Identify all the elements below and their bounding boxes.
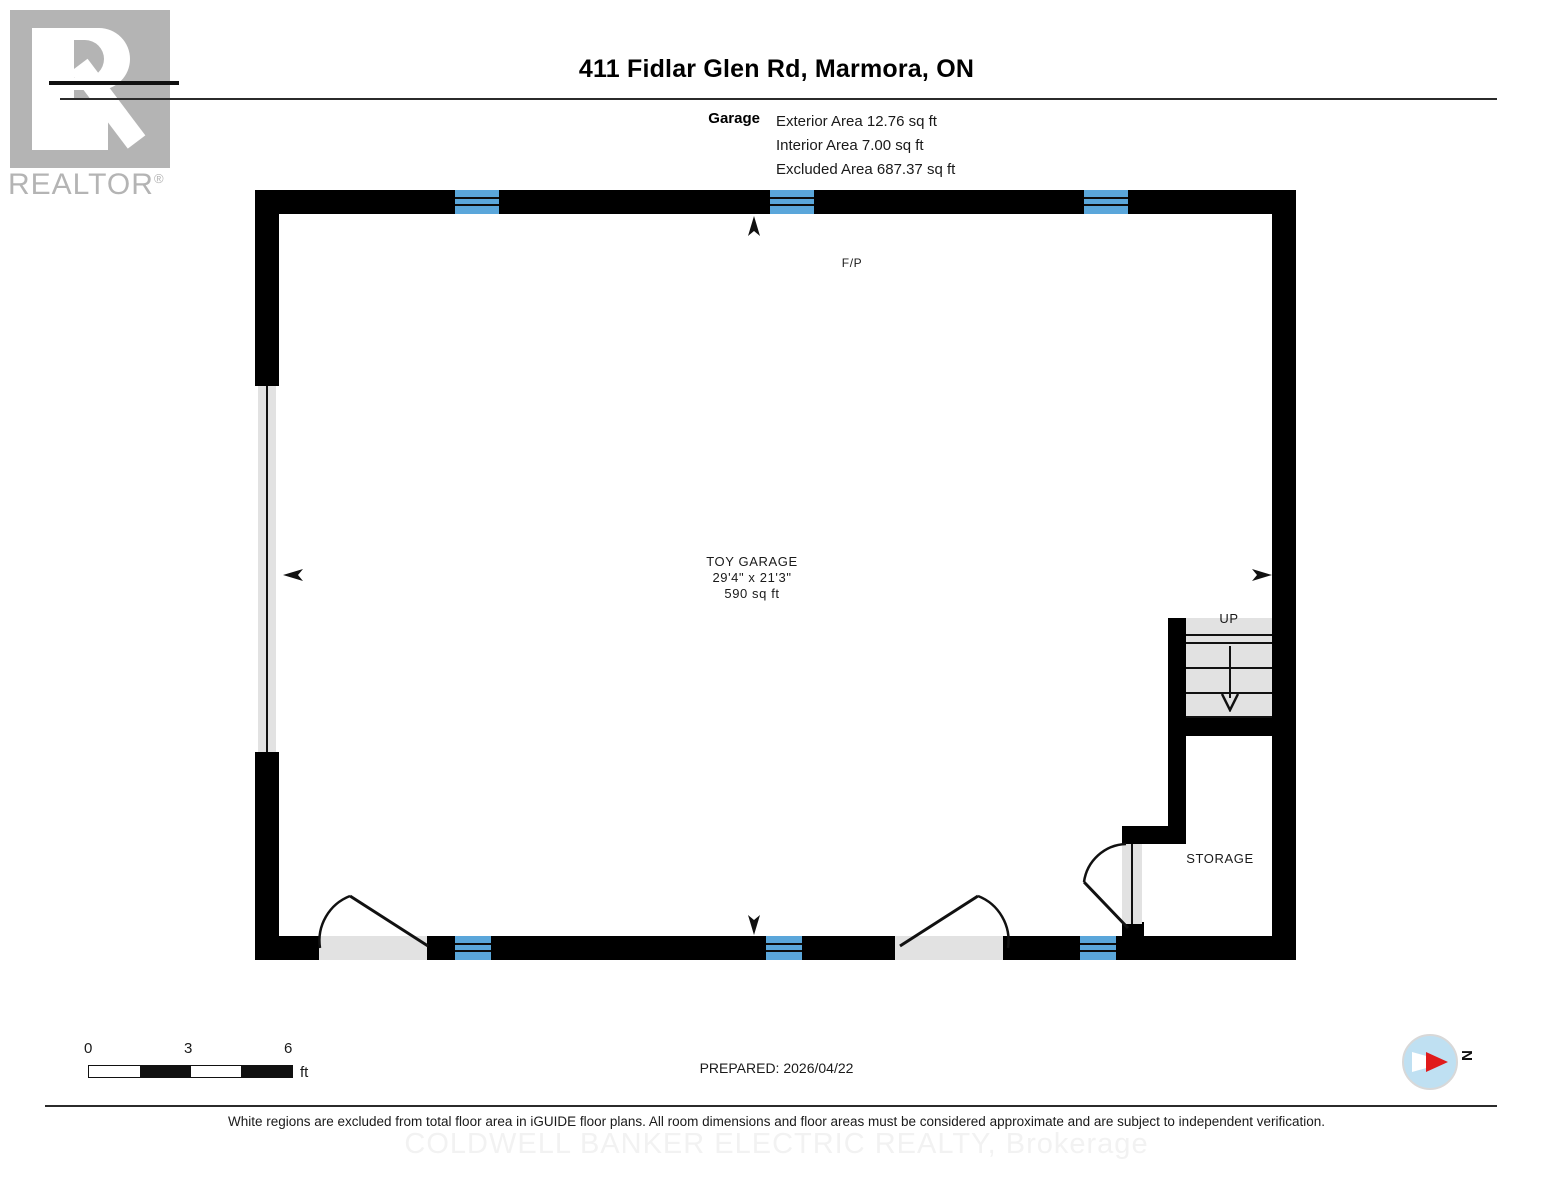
floor-plan-drawing: UP F/P TOY GARAGE 29'4" x 21'3" 590 sq f… — [255, 190, 1296, 960]
wall-left-upper — [255, 190, 279, 386]
scale-tick-3: 3 — [184, 1040, 193, 1057]
view-marker-top — [748, 216, 760, 236]
wall-storage-doorpost — [1122, 922, 1144, 960]
realtor-logo: REALTOR® — [8, 4, 183, 204]
wall-left-lower — [255, 752, 279, 960]
wall-storage-jog — [1122, 826, 1186, 844]
stair-tread — [1186, 636, 1272, 644]
storage-door-leaf-line — [1131, 844, 1133, 924]
title-divider — [60, 98, 1497, 100]
wall-below-stairs — [1168, 718, 1278, 736]
exterior-area-text: Exterior Area 12.76 sq ft — [776, 113, 937, 130]
garage-door-swing-bottom-left — [318, 894, 429, 949]
wall-right — [1272, 190, 1296, 960]
realtor-registered-mark: ® — [153, 171, 165, 186]
scale-tick-labels: 0 3 6 — [60, 1040, 292, 1060]
scale-tick-0: 0 — [84, 1040, 93, 1057]
page-title: 411 Fidlar Glen Rd, Marmora, ON — [578, 55, 975, 83]
stair-tread — [1186, 618, 1272, 636]
area-summary-values: Exterior Area 12.76 sq ft Interior Area … — [776, 110, 955, 182]
wall-stair-top — [1168, 618, 1186, 636]
scale-segment — [139, 1066, 191, 1077]
excluded-area-text: Excluded Area 687.37 sq ft — [776, 161, 956, 178]
area-summary: Garage Exterior Area 12.76 sq ft Interio… — [700, 110, 955, 182]
stair-direction-arrow — [1220, 646, 1240, 712]
compass-north-label: N — [1457, 1050, 1475, 1061]
area-summary-label: Garage — [708, 110, 760, 127]
stairs-group — [1186, 618, 1272, 718]
window-bottom-1 — [455, 936, 491, 960]
window-bottom-3 — [1080, 936, 1116, 960]
logo-rule — [49, 81, 179, 85]
brokerage-watermark: COLDWELL BANKER ELECTRIC REALTY, Brokera… — [404, 1128, 1149, 1160]
room-area: 590 sq ft — [724, 586, 780, 601]
scale-segment — [190, 1066, 242, 1077]
scale-segment — [241, 1066, 292, 1077]
prepared-date: PREPARED: 2026/04/22 — [699, 1060, 854, 1076]
realtor-wordmark: REALTOR® — [8, 168, 165, 202]
logo-shape-stem — [32, 28, 74, 150]
room-name: TOY GARAGE — [706, 554, 798, 569]
disclaimer-text: White regions are excluded from total fl… — [227, 1114, 1326, 1129]
compass-needle-red — [1426, 1052, 1448, 1072]
window-bottom-2 — [766, 936, 802, 960]
room-label-storage: STORAGE — [1186, 851, 1254, 866]
garage-door-opening-bottom-left — [319, 936, 427, 960]
window-top-1 — [455, 190, 499, 214]
scale-bar-group: 0 3 6 ft — [60, 1040, 308, 1081]
room-dimensions: 29'4" x 21'3" — [712, 570, 792, 585]
feature-label-fp: F/P — [841, 256, 863, 270]
scale-unit-label: ft — [300, 1064, 309, 1081]
view-marker-right — [1252, 569, 1272, 581]
compass-rose — [1402, 1034, 1458, 1090]
stairs-up-label: UP — [1219, 611, 1239, 626]
scale-tick-6: 6 — [284, 1040, 293, 1057]
view-marker-left — [283, 569, 303, 581]
realtor-r-mark — [10, 10, 170, 168]
scale-bar — [88, 1065, 293, 1078]
window-top-3 — [1084, 190, 1128, 214]
realtor-wordmark-text: REALTOR — [8, 168, 154, 201]
garage-door-left-leaf-line — [266, 386, 268, 752]
garage-door-swing-bottom-right — [899, 894, 1010, 949]
view-marker-bottom — [748, 915, 760, 935]
footer-divider — [45, 1105, 1497, 1107]
window-top-2 — [770, 190, 814, 214]
storage-door-swing — [1082, 842, 1130, 930]
scale-segment — [89, 1066, 140, 1077]
room-label-toy-garage: TOY GARAGE 29'4" x 21'3" 590 sq ft — [652, 554, 852, 602]
garage-door-opening-bottom-right — [895, 936, 1003, 960]
interior-area-text: Interior Area 7.00 sq ft — [776, 137, 924, 154]
